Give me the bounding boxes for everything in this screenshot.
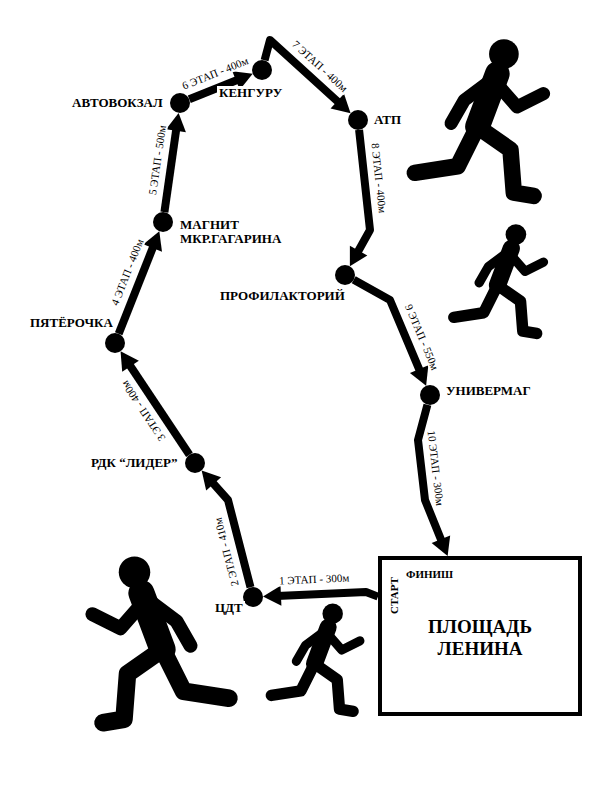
route-point: ЦДТ bbox=[243, 587, 263, 607]
arrow-head bbox=[432, 536, 451, 556]
route-dot bbox=[105, 333, 125, 353]
route-arrow bbox=[350, 130, 370, 266]
arrow-head bbox=[121, 351, 139, 372]
arrow-head bbox=[331, 94, 351, 114]
stage-label: 1 ЭТАП - 300м bbox=[277, 572, 352, 587]
route-point: ПРОФИЛАКТОРИЙ bbox=[335, 265, 355, 285]
place-name: АТП bbox=[372, 113, 403, 127]
place-name: МАГНИТ МКР.ГАГАРИНА bbox=[178, 218, 283, 247]
arrow-shaft bbox=[277, 592, 378, 597]
route-dot bbox=[170, 93, 190, 113]
route-point: КЕНГУРУ bbox=[252, 60, 272, 80]
route-dot bbox=[335, 265, 355, 285]
arrow-head bbox=[143, 231, 162, 251]
runner-silhouette bbox=[271, 603, 360, 711]
square-title: ПЛОЩАДЬ ЛЕНИНА bbox=[428, 616, 532, 660]
route-point: ПЯТЁРОЧКА bbox=[105, 333, 125, 353]
square-box: СТАРТ ФИНИШ ПЛОЩАДЬ ЛЕНИНА bbox=[378, 556, 582, 716]
route-point: АТП bbox=[348, 110, 368, 130]
stage-label: 10 ЭТАП - 300м bbox=[426, 428, 447, 509]
place-name: ПРОФИЛАКТОРИЙ bbox=[218, 289, 347, 303]
runner-silhouette bbox=[93, 557, 230, 723]
route-point: АВТОВОКЗАЛ bbox=[170, 93, 190, 113]
route-point: РДК “ЛИДЕР” bbox=[185, 453, 205, 473]
route-dot bbox=[185, 453, 205, 473]
route-arrow bbox=[263, 586, 378, 606]
route-dot bbox=[348, 110, 368, 130]
arrow-shaft bbox=[164, 127, 176, 212]
square-caption: ФИНИШ bbox=[406, 568, 453, 580]
route-point: УНИВЕРМАГ bbox=[420, 385, 440, 405]
arrow-head bbox=[350, 246, 367, 267]
place-name: АВТОВОКЗАЛ bbox=[70, 96, 165, 110]
arrow-head bbox=[410, 365, 428, 385]
place-name: КЕНГУРУ bbox=[217, 86, 284, 100]
arrow-shaft bbox=[357, 130, 370, 254]
route-point: МАГНИТ МКР.ГАГАРИНА bbox=[153, 212, 173, 232]
place-name: ПЯТЁРОЧКА bbox=[28, 316, 115, 330]
place-name: УНИВЕРМАГ bbox=[444, 384, 533, 398]
route-dot bbox=[243, 587, 263, 607]
place-name: ЦДТ bbox=[213, 601, 245, 615]
square-caption: СТАРТ bbox=[388, 577, 400, 614]
arrow-head bbox=[202, 470, 221, 490]
arrow-head bbox=[166, 113, 186, 132]
place-name: РДК “ЛИДЕР” bbox=[89, 456, 180, 470]
arrow-head bbox=[263, 586, 281, 606]
route-arrow bbox=[418, 405, 450, 556]
stage-label: 8 ЭТАП - 400м bbox=[370, 141, 390, 216]
runner-silhouette bbox=[415, 39, 544, 196]
route-dot bbox=[420, 385, 440, 405]
route-dot bbox=[252, 60, 272, 80]
route-dot bbox=[153, 212, 173, 232]
runner-silhouette bbox=[454, 224, 544, 333]
